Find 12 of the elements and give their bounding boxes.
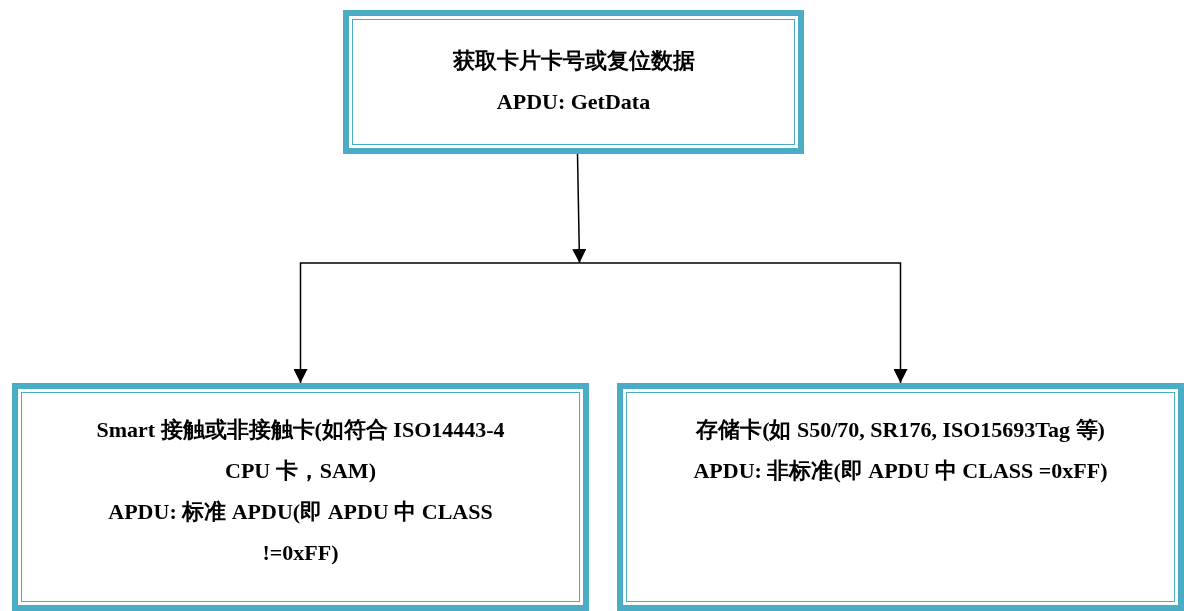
arrow — [293, 262, 581, 384]
arrow — [578, 262, 908, 384]
process-box — [617, 383, 1184, 611]
node-text: APDU: GetData — [495, 88, 652, 116]
process-box — [12, 383, 589, 611]
node-title: 存储卡(如 S50/70, SR176, ISO15693Tag 等) — [694, 416, 1106, 444]
node-text: APDU: 非标准(即 APDU 中 CLASS =0xFF) — [692, 457, 1109, 485]
arrow — [572, 153, 587, 264]
node-title: Smart 接触或非接触卡(如符合 ISO14443-4 CPU 卡，SAM) — [95, 416, 506, 485]
process-box — [343, 10, 804, 154]
node-title: 获取卡片卡号或复位数据 — [451, 47, 696, 75]
node-text: APDU: 标准 APDU(即 APDU 中 CLASS !=0xFF) — [107, 498, 494, 567]
